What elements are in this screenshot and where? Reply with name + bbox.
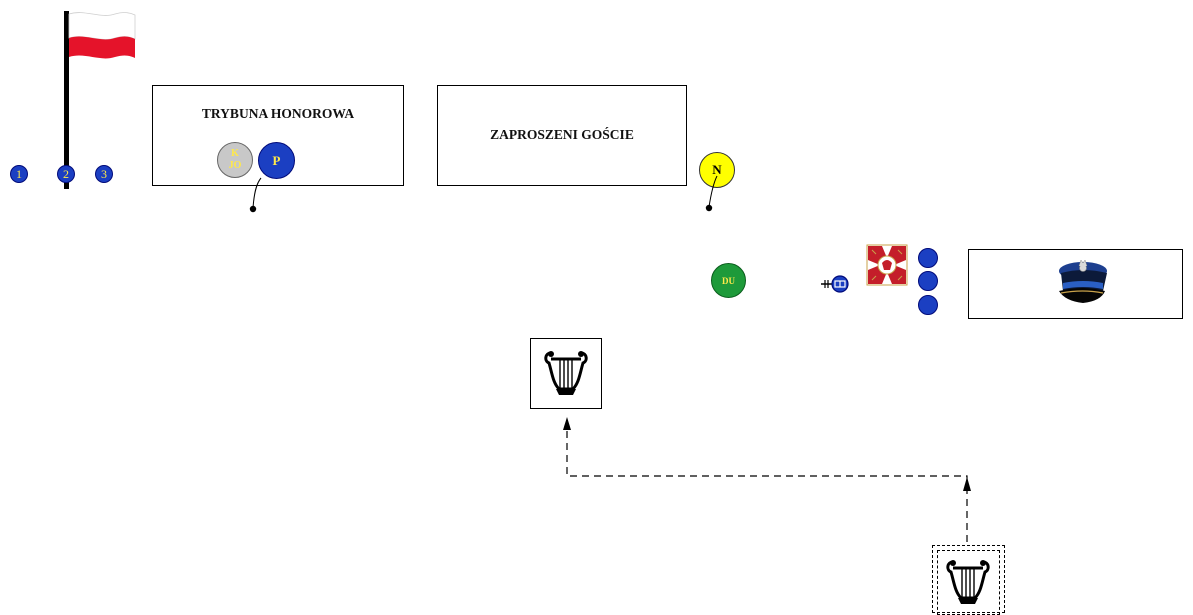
escort-marker-middle xyxy=(918,271,938,291)
police-cap-icon xyxy=(1059,259,1107,303)
military-banner-icon xyxy=(866,244,908,286)
honor-stand-label: TRYBUNA HONOROWA xyxy=(201,106,355,121)
du-marker: DU xyxy=(711,263,746,298)
escort-marker-top xyxy=(918,248,938,268)
n-marker: N xyxy=(699,152,735,188)
kjo-marker: K JO xyxy=(217,142,253,178)
position-marker-1: 1 xyxy=(10,165,28,183)
orchestra-route-arrow xyxy=(563,417,971,543)
polish-flag-icon xyxy=(64,11,136,189)
position-marker-3: 3 xyxy=(95,165,113,183)
orchestra-dashed-position xyxy=(932,545,1005,615)
commander-marker-icon xyxy=(821,275,849,293)
lyre-icon xyxy=(544,351,588,395)
lyre-icon xyxy=(946,560,990,604)
police-unit-box xyxy=(968,249,1183,319)
position-marker-2: 2 xyxy=(57,165,75,183)
guests-stand-label: ZAPROSZENI GOŚCIE xyxy=(490,127,634,142)
p-marker: P xyxy=(258,142,295,179)
escort-marker-bottom xyxy=(918,295,938,315)
orchestra-box xyxy=(530,338,602,409)
p-pointer-line xyxy=(249,177,262,213)
n-pointer-line xyxy=(705,175,718,212)
guests-stand-box: ZAPROSZENI GOŚCIE xyxy=(437,85,687,186)
